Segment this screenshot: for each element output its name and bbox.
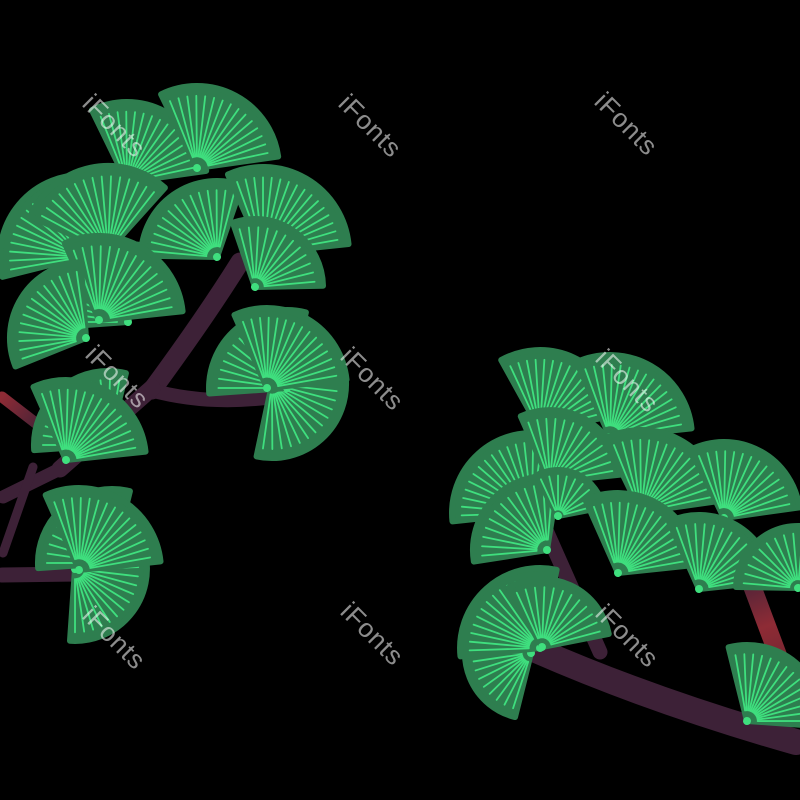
pine-fan-R-mid-1 [582, 490, 701, 577]
pine-fan-L-mid-2 [61, 232, 186, 324]
pine-fan-R-cluster-up [517, 407, 625, 486]
pine-fan-L-arm-right [231, 305, 350, 392]
pine-fan-L-topright-1 [137, 178, 245, 261]
pine-fan-R-low-left-2 [506, 575, 612, 651]
pine-fan-L-top-2 [158, 83, 282, 172]
branch-left-right-arm [143, 383, 272, 408]
branch-left-trunk [142, 252, 250, 400]
pine-fan-R-corner [725, 642, 800, 730]
pine-fan-L-lower-2 [30, 377, 149, 464]
pine-fan-L-topright-3 [229, 216, 326, 291]
branch-right-main [523, 637, 800, 755]
pine-fan-L-bottom-right [42, 485, 164, 574]
pine-fan-R-top-2 [573, 352, 695, 441]
branch-left-bottom-bar [0, 566, 86, 583]
branch-left-thin-drop [0, 462, 38, 558]
pine-fan-L-mid-3 [6, 259, 90, 370]
pine-fan-R-edge [733, 523, 800, 592]
pine-fan-R-upper-2 [687, 438, 800, 522]
